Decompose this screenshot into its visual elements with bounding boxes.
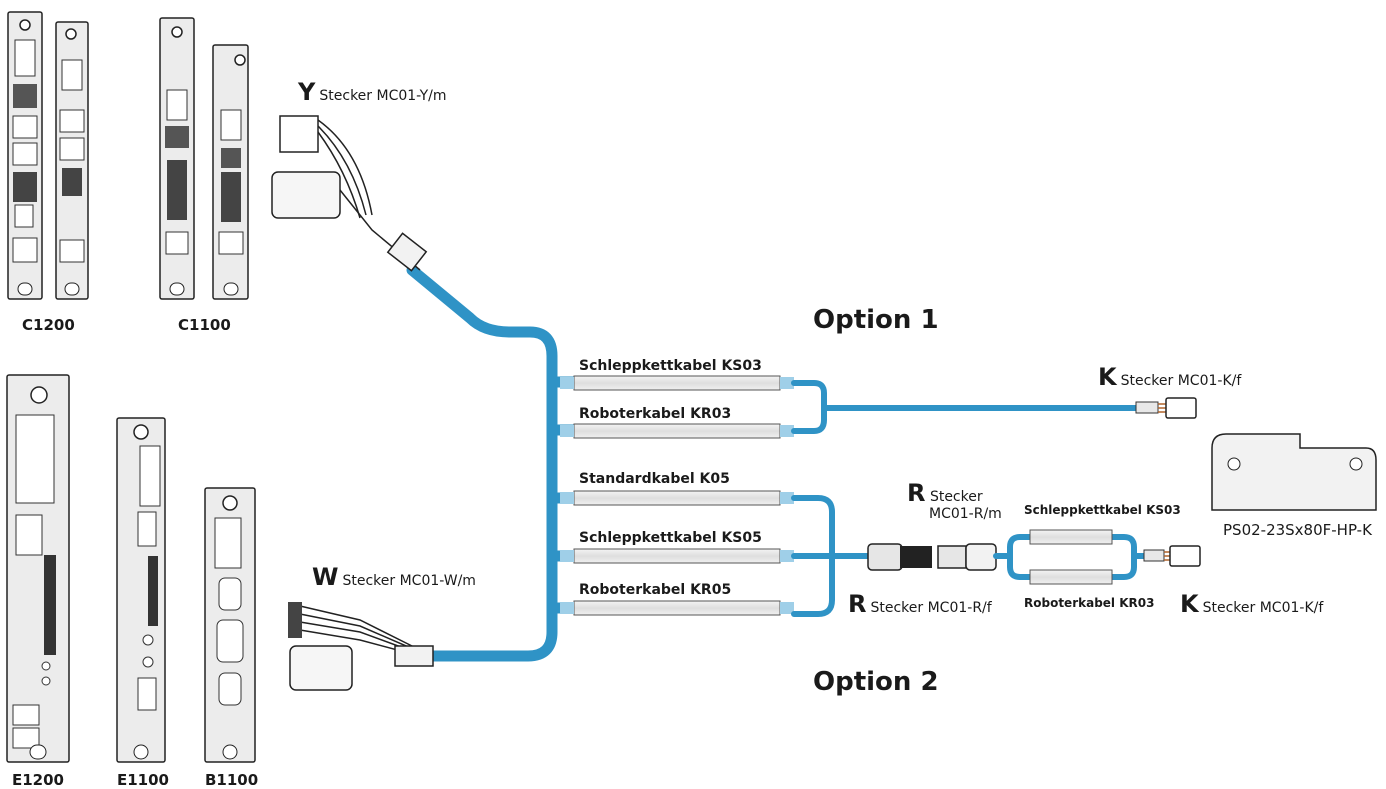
tube-sleeves	[560, 377, 794, 614]
k1-letter: K	[1098, 363, 1117, 391]
k1-connector-text: Stecker MC01-K/f	[1120, 373, 1242, 389]
r-connector-male	[937, 543, 997, 571]
k2-letter: K	[1180, 590, 1199, 618]
label-e1100: E1100	[117, 771, 169, 789]
label-cable-ks03: Schleppkettkabel KS03	[579, 358, 762, 374]
extension-tubes	[1029, 529, 1113, 585]
extension-cable	[993, 534, 1149, 580]
label-c1200: C1200	[22, 316, 75, 334]
label-option-2: Option 2	[813, 667, 939, 697]
k2-connector-text: Stecker MC01-K/f	[1202, 600, 1324, 616]
main-cable-trunk	[406, 264, 580, 662]
r-connector-female	[867, 543, 932, 571]
rm-connector-text2: MC01-R/m	[929, 506, 1002, 522]
rm-connector-text1: Stecker	[929, 489, 983, 505]
rf-letter: R	[848, 590, 867, 618]
label-e1200: E1200	[12, 771, 64, 789]
option2-cable	[791, 495, 873, 617]
label-ext-ks03: Schleppkettkabel KS03	[1024, 503, 1181, 517]
label-ext-kr03: Roboterkabel KR03	[1024, 596, 1155, 610]
y-letter: Y	[298, 78, 316, 106]
label-cable-kr05: Roboterkabel KR05	[579, 582, 732, 598]
c1200-large-drive	[7, 11, 43, 300]
e1200-drive	[6, 374, 70, 763]
label-cable-k05: Standardkabel K05	[579, 471, 730, 487]
c1100-small-drive	[212, 44, 249, 300]
y-connector-text: Stecker MC01-Y/m	[319, 88, 447, 104]
k-connector-option1	[1135, 397, 1197, 419]
label-c1100: C1100	[178, 316, 231, 334]
e1100-drive	[116, 417, 166, 763]
b1100-drive	[204, 487, 256, 763]
rf-connector-text: Stecker MC01-R/f	[870, 600, 992, 616]
y-connector	[271, 115, 428, 272]
label-b1100: B1100	[205, 771, 259, 789]
k-connector-option2	[1143, 545, 1201, 567]
w-connector	[288, 602, 434, 691]
w-connector-text: Stecker MC01-W/m	[342, 573, 476, 589]
rm-letter: R	[907, 479, 926, 507]
label-cable-ks05: Schleppkettkabel KS05	[579, 530, 762, 546]
option1-cable	[791, 380, 1143, 434]
c1200-small-drive	[55, 21, 89, 300]
c1100-large-drive	[159, 17, 195, 300]
label-cable-kr03: Roboterkabel KR03	[579, 406, 732, 422]
w-letter: W	[312, 563, 339, 591]
label-motor: PS02-23Sx80F-HP-K	[1223, 521, 1372, 539]
motor-illustration	[1211, 433, 1377, 511]
label-option-1: Option 1	[813, 305, 939, 335]
